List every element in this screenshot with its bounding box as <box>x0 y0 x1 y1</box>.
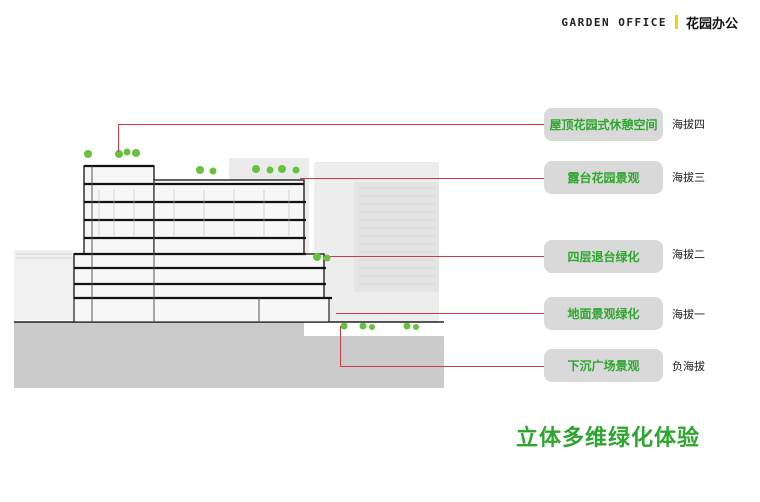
level-label-sunken-plaza: 下沉广场景观 <box>544 349 663 382</box>
leader-sunken-vertical <box>340 326 341 366</box>
leader-roof-vertical <box>118 124 119 152</box>
header-title-cn: 花园办公 <box>685 16 738 32</box>
leader-ground <box>336 313 544 314</box>
tree-terrace <box>196 165 300 175</box>
header-title-en: GARDEN OFFICE <box>561 15 667 29</box>
tree-fourth-floor <box>313 253 331 262</box>
leader-fourth-floor <box>330 256 544 257</box>
altitude-label-1: 海拔一 <box>672 308 705 321</box>
slogan: 立体多维绿化体验 <box>516 426 701 451</box>
altitude-label-negative: 负海拔 <box>672 360 705 373</box>
building-section-drawing <box>14 148 444 388</box>
leader-roof <box>118 124 544 125</box>
header: GARDEN OFFICE 花园办公 <box>561 12 738 32</box>
level-label-fourth-floor-greening: 四层退台绿化 <box>544 240 663 273</box>
tree-roof <box>84 148 140 158</box>
altitude-label-3: 海拔三 <box>672 171 705 184</box>
altitude-label-4: 海拔四 <box>672 118 705 131</box>
header-divider <box>674 15 678 29</box>
level-label-terrace-garden: 露台花园景观 <box>544 161 663 194</box>
leader-sunken <box>340 366 544 367</box>
level-label-roof-garden: 屋顶花园式休憩空间 <box>544 108 663 141</box>
level-label-ground-landscape: 地面景观绿化 <box>544 297 663 330</box>
main-building <box>73 165 330 323</box>
altitude-label-2: 海拔二 <box>672 248 705 261</box>
tree-ground <box>340 322 419 330</box>
leader-terrace <box>300 178 544 179</box>
